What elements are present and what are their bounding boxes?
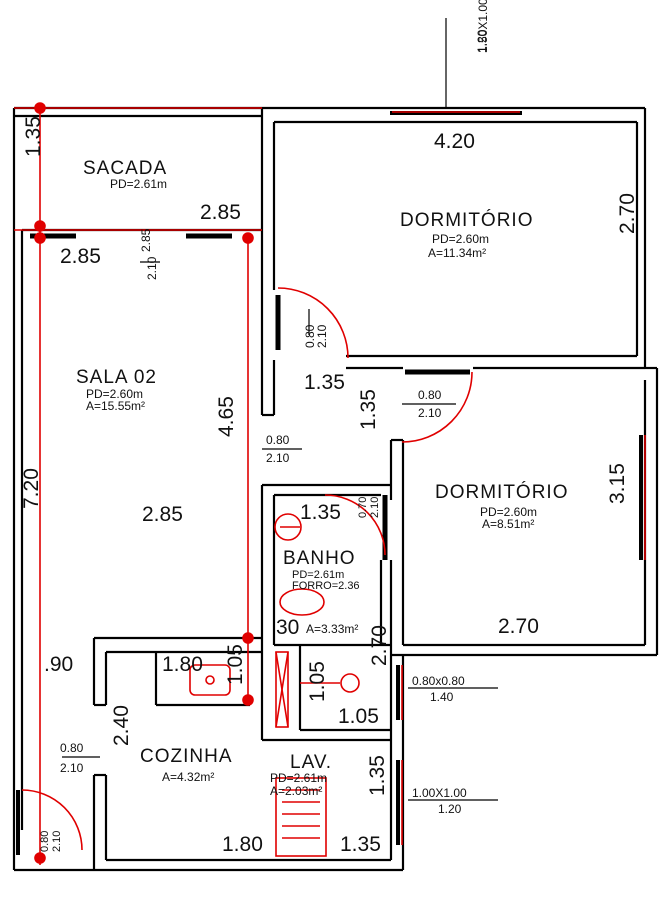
red-accents	[14, 102, 646, 865]
dim-door-sacada-h: 2.10	[145, 256, 159, 280]
dim-banho-door-h: 2.10	[369, 497, 381, 518]
dim-banho-door-w: 0.70	[357, 497, 369, 518]
dim-dorm1-height: 2.70	[616, 193, 639, 234]
room-area-banho: A=3.33m²	[306, 622, 358, 636]
room-area-dorm1: A=11.34m²	[428, 246, 486, 260]
dim-door-dorm1-w: 0.80	[303, 324, 317, 348]
dim-wall-segment: .90	[44, 653, 73, 676]
dim-kitchen-width: 1.80	[162, 653, 203, 676]
room-pd-sacada: PD=2.61m	[110, 177, 167, 191]
dim-entry-door-w: 0.80	[39, 831, 51, 852]
dim-total-height: 7.20	[20, 468, 43, 509]
dim-kitchen-sink: 1.05	[224, 644, 247, 685]
dim-lav-height: 1.35	[366, 755, 389, 796]
dim-hall-height: 1.35	[357, 389, 380, 430]
dim-door-banho-w: 0.80	[266, 433, 290, 447]
dim-lav-height-b: 2.70	[368, 625, 391, 666]
dim-sacada-height: 1.35	[22, 116, 45, 157]
dim-hall-width: 1.35	[304, 371, 345, 394]
window-lav-large-sill: 1.20	[438, 802, 462, 816]
room-name-dorm2: DORMITÓRIO	[435, 481, 569, 503]
room-area-sala: A=15.55m²	[86, 399, 145, 413]
window-lav-large-size: 1.00X1.00	[412, 786, 467, 800]
room-area-dorm2: A=8.51m²	[482, 517, 534, 531]
dim-door-dorm2-w: 0.80	[418, 388, 442, 402]
room-pd-dorm2: PD=2.60m	[480, 505, 537, 519]
dim-door-entry-h: 2.10	[60, 761, 84, 775]
dim-entry-door-h: 2.10	[51, 831, 63, 852]
room-name-sacada: SACADA	[83, 158, 167, 179]
dim-door-banho-h: 2.10	[266, 451, 290, 465]
dim-lav-width-a: 1.05	[338, 705, 379, 728]
room-area-lav: A=2.03m²	[270, 784, 322, 798]
room-pd-dorm1: PD=2.60m	[432, 232, 489, 246]
window-lav-small-size: 0.80x0.80	[412, 674, 465, 688]
dim-dorm2-width: 2.70	[498, 615, 539, 638]
room-name-dorm1: DORMITÓRIO	[400, 209, 534, 231]
dim-kitchen-height: 2.40	[110, 705, 133, 746]
dim-sacada-width: 2.85	[200, 201, 241, 224]
room-pd-banho: PD=2.61m	[292, 569, 344, 581]
window-callout	[62, 18, 498, 801]
room-pd-lav: PD=2.61m	[270, 771, 327, 785]
dim-lav-height-a: 1.05	[306, 661, 329, 702]
room-pd-sala: PD=2.60m	[86, 387, 143, 401]
window-lav-small-sill: 1.40	[430, 690, 454, 704]
room-area-cozinha: A=4.32m²	[162, 770, 214, 784]
dim-dorm1-width: 4.20	[434, 130, 475, 153]
room-name-sala: SALA 02	[76, 367, 157, 388]
room-name-banho: BANHO	[283, 548, 356, 569]
dim-sala-width: 2.85	[142, 503, 183, 526]
room-name-lav: LAV.	[290, 752, 332, 773]
room-name-cozinha: COZINHA	[140, 746, 233, 767]
dim-banho-30: 30	[276, 616, 299, 639]
dim-banho-width: 1.35	[300, 501, 341, 524]
window-top-sill: 1.20	[475, 29, 489, 53]
dim-dorm2-height: 3.15	[606, 463, 629, 504]
dim-door-entry-w: 0.80	[60, 741, 84, 755]
dim-door-dorm2-h: 2.10	[418, 406, 442, 420]
room-forro-banho: FORRO=2.36	[292, 580, 360, 592]
windows	[16, 111, 643, 855]
dim-door-dorm1-h: 2.10	[315, 324, 329, 348]
dim-kitchen-bottom: 1.80	[222, 833, 263, 856]
dim-door-sacada-w: 2.85	[139, 228, 153, 252]
window-top-size: 1.50X1.00	[476, 0, 490, 53]
dim-sala-top-width: 2.85	[60, 245, 101, 268]
dim-sala-depth: 4.65	[215, 396, 238, 437]
dim-lav-bottom: 1.35	[340, 833, 381, 856]
